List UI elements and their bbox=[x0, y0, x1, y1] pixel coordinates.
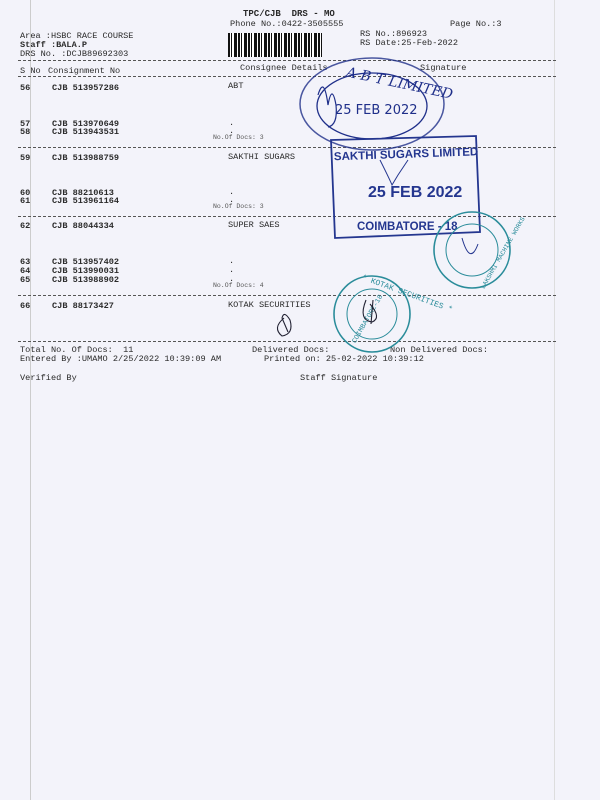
consignment-number: CJB 88173427 bbox=[52, 301, 114, 311]
col-sno: S No bbox=[20, 66, 41, 76]
svg-text:25 FEB 2022: 25 FEB 2022 bbox=[335, 103, 418, 118]
verified-by: Verified By bbox=[20, 373, 77, 383]
consignee-name: KOTAK SECURITIES bbox=[228, 300, 311, 310]
consignment-number: CJB 513988759 bbox=[52, 153, 120, 163]
consignment-number: CJB 513990031 bbox=[52, 266, 120, 276]
serial-number: 58 bbox=[20, 127, 31, 137]
placeholder-dot: . bbox=[229, 256, 235, 266]
divider bbox=[18, 216, 556, 217]
area: Area :HSBC RACE COURSE bbox=[20, 31, 134, 41]
svg-text:COIMBATORE-18: COIMBATORE-18 bbox=[351, 294, 385, 345]
serial-number: 60 bbox=[20, 188, 31, 198]
serial-number: 63 bbox=[20, 257, 31, 267]
rs-number: RS No.:896923 bbox=[360, 29, 428, 39]
col-signature: Signature bbox=[420, 63, 467, 73]
serial-number: 65 bbox=[20, 275, 31, 285]
divider bbox=[18, 147, 556, 148]
consignment-number: CJB 513961164 bbox=[52, 196, 120, 206]
consignment-number: CJB 513957402 bbox=[52, 257, 120, 267]
consignment-number: CJB 513957286 bbox=[52, 83, 120, 93]
placeholder-dot: . bbox=[229, 187, 235, 197]
col-consignee: Consignee Details bbox=[240, 63, 328, 73]
sakthi-stamp: SAKTHI SUGARS LIMITED 25 FEB 2022 COIMBA… bbox=[330, 135, 481, 239]
serial-number: 64 bbox=[20, 266, 31, 276]
serial-number: 62 bbox=[20, 221, 31, 231]
signature bbox=[276, 313, 292, 337]
serial-number: 66 bbox=[20, 301, 31, 311]
rs-date: RS Date:25-Feb-2022 bbox=[360, 38, 458, 48]
col-consignment: Consignment No bbox=[48, 66, 121, 76]
docs-count: No.Of Docs: 4 bbox=[213, 282, 264, 289]
consignment-number: CJB 88210613 bbox=[52, 188, 114, 198]
docs-count: No.Of Docs: 3 bbox=[213, 134, 264, 141]
staff-signature: Staff Signature bbox=[300, 373, 378, 383]
entered-by: Entered By :UMAMO 2/25/2022 10:39:09 AM bbox=[20, 354, 222, 364]
document-title: TPC/CJB DRS - MO bbox=[243, 9, 335, 19]
staff: Staff :BALA.P bbox=[20, 40, 88, 50]
placeholder-dot: . bbox=[229, 118, 235, 128]
serial-number: 56 bbox=[20, 83, 31, 93]
consignment-number: CJB 88044334 bbox=[52, 221, 114, 231]
consignment-number: CJB 513988902 bbox=[52, 275, 120, 285]
page-number: Page No.:3 bbox=[450, 19, 502, 29]
placeholder-dot: . bbox=[229, 126, 235, 136]
svg-text:LAKSHMI MACHINE WORKS: LAKSHMI MACHINE WORKS bbox=[480, 216, 527, 291]
consignment-number: CJB 513943531 bbox=[52, 127, 120, 137]
phone-number: Phone No.:0422-3505555 bbox=[230, 19, 344, 29]
consignee-name: SUPER SAES bbox=[228, 220, 280, 230]
serial-number: 57 bbox=[20, 119, 31, 129]
printed-on: Printed on: 25-02-2022 10:39:12 bbox=[264, 354, 424, 364]
svg-text:COIMBATORE - 18: COIMBATORE - 18 bbox=[357, 221, 458, 233]
total-docs: Total No. Of Docs: 11 bbox=[20, 345, 134, 355]
consignment-number: CJB 513970649 bbox=[52, 119, 120, 129]
consignee-name: SAKTHI SUGARS bbox=[228, 152, 296, 162]
placeholder-dot: . bbox=[229, 265, 235, 275]
lakshmi-stamp: LAKSHMI MACHINE WORKS bbox=[433, 211, 527, 291]
serial-number: 59 bbox=[20, 153, 31, 163]
barcode bbox=[228, 33, 322, 57]
docs-count: No.Of Docs: 3 bbox=[213, 203, 264, 210]
delivered-docs: Delivered Docs: bbox=[252, 345, 330, 355]
serial-number: 61 bbox=[20, 196, 31, 206]
divider bbox=[18, 295, 556, 296]
svg-text:SAKTHI SUGARS LIMITED: SAKTHI SUGARS LIMITED bbox=[334, 146, 479, 163]
placeholder-dot: . bbox=[229, 274, 235, 284]
svg-text:25 FEB 2022: 25 FEB 2022 bbox=[368, 184, 462, 201]
drs-number: DRS No. :DCJB89692303 bbox=[20, 49, 129, 59]
placeholder-dot: . bbox=[229, 195, 235, 205]
consignee-name: ABT bbox=[228, 81, 244, 91]
